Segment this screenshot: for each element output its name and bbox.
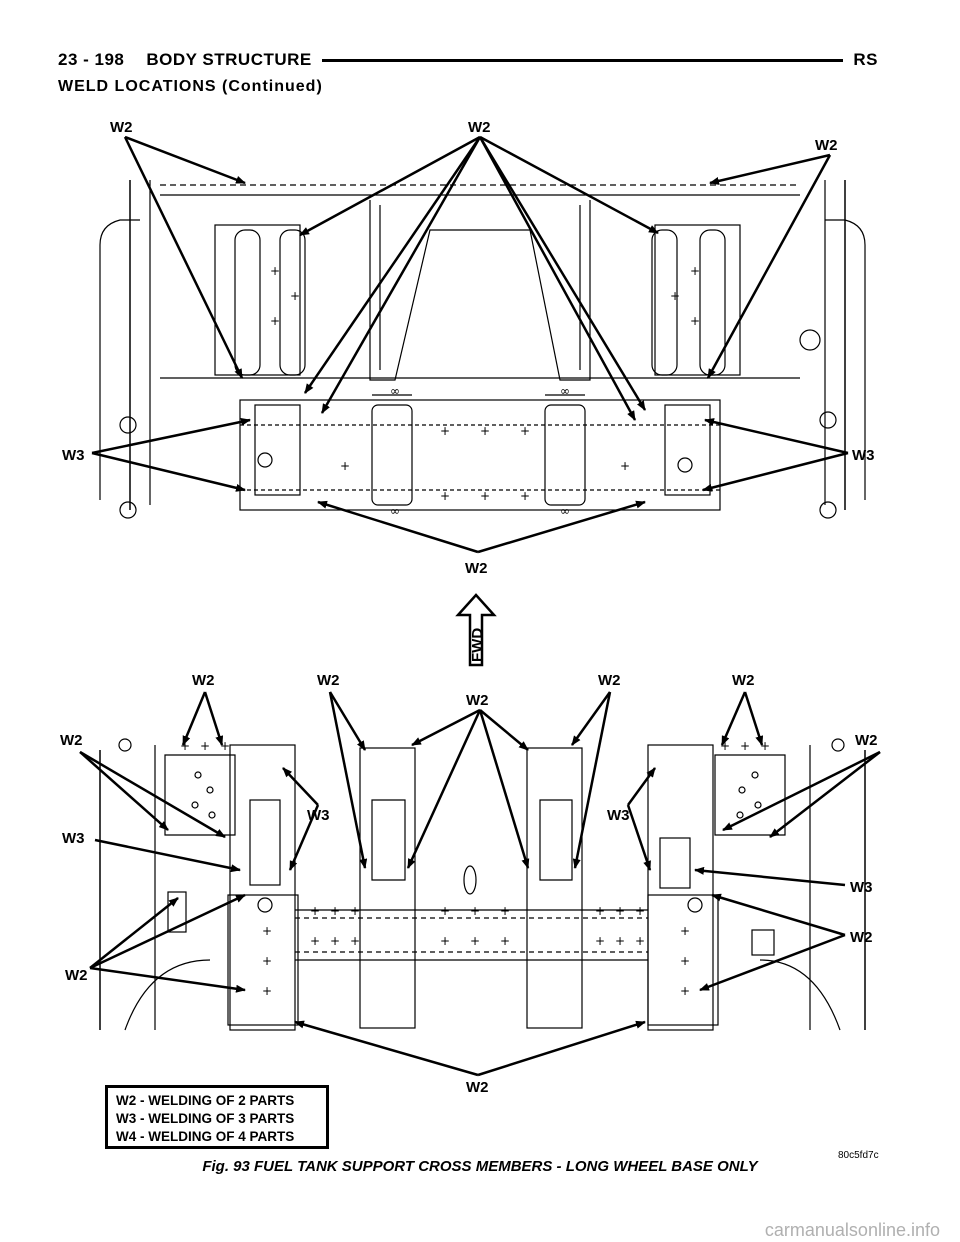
label-w2: W2	[732, 672, 755, 689]
svg-text:+: +	[690, 264, 700, 278]
fwd-arrow-icon: FWD	[455, 593, 497, 667]
svg-text:+: +	[310, 934, 320, 948]
page-header: 23 - 198 BODY STRUCTURE RS	[58, 46, 878, 74]
svg-text:+: +	[440, 489, 450, 503]
svg-text:+: +	[635, 934, 645, 948]
label-w2: W2	[855, 732, 878, 749]
svg-text:+: +	[350, 934, 360, 948]
svg-text:+: +	[270, 314, 280, 328]
svg-text:+: +	[680, 924, 690, 938]
svg-text:+: +	[760, 739, 770, 753]
label-w3: W3	[62, 447, 85, 464]
svg-text:+: +	[180, 739, 190, 753]
svg-text:+: +	[720, 739, 730, 753]
svg-text:+: +	[670, 289, 680, 303]
section-title: WELD LOCATIONS (Continued)	[58, 78, 323, 95]
svg-text:∞: ∞	[560, 504, 570, 518]
svg-text:+: +	[330, 904, 340, 918]
top-labels: W2 W2 W2 W3 W3 W2	[62, 119, 875, 577]
label-w2: W2	[110, 119, 133, 136]
svg-text:+: +	[220, 739, 230, 753]
label-w2: W2	[466, 692, 489, 709]
svg-text:+: +	[470, 934, 480, 948]
svg-text:∞: ∞	[390, 384, 400, 398]
label-w2: W2	[598, 672, 621, 689]
legend-w3: W3 - WELDING OF 3 PARTS	[116, 1111, 295, 1126]
bottom-view-structure	[99, 738, 866, 1031]
label-w2: W2	[465, 560, 488, 577]
svg-text:+: +	[520, 424, 530, 438]
legend-w4: W4 - WELDING OF 4 PARTS	[116, 1129, 295, 1144]
svg-text:+: +	[480, 489, 490, 503]
svg-text:+: +	[480, 424, 490, 438]
label-w2: W2	[192, 672, 215, 689]
top-weld-marks: + + + + + + + + + + + + + + ∞ ∞ ∞ ∞	[270, 264, 700, 518]
svg-text:+: +	[262, 984, 272, 998]
svg-text:+: +	[520, 489, 530, 503]
label-w3: W3	[62, 830, 85, 847]
chapter-title: BODY STRUCTURE	[146, 50, 312, 69]
svg-text:+: +	[680, 954, 690, 968]
svg-text:+: +	[310, 904, 320, 918]
svg-text:+: +	[262, 924, 272, 938]
label-w3: W3	[607, 807, 630, 824]
legend-w2: W2 - WELDING OF 2 PARTS	[116, 1093, 295, 1108]
svg-text:+: +	[500, 904, 510, 918]
weld-legend: W2 - WELDING OF 2 PARTS W3 - WELDING OF …	[105, 1085, 329, 1149]
bottom-weld-marks: + + + + + + + + + + + + + + + + + + + + + + + + + + + + + +	[180, 739, 770, 998]
svg-text:+: +	[595, 934, 605, 948]
svg-text:+: +	[440, 904, 450, 918]
svg-text:+: +	[262, 954, 272, 968]
svg-text:+: +	[330, 934, 340, 948]
label-w3: W3	[852, 447, 875, 464]
svg-text:+: +	[270, 264, 280, 278]
svg-text:+: +	[620, 459, 630, 473]
svg-text:+: +	[440, 934, 450, 948]
page-number: 23 - 198	[58, 50, 125, 69]
label-w3: W3	[850, 879, 873, 896]
figure-caption: Fig. 93 FUEL TANK SUPPORT CROSS MEMBERS …	[202, 1158, 758, 1175]
svg-text:+: +	[440, 424, 450, 438]
svg-text:+: +	[500, 934, 510, 948]
bottom-labels: W2 W2 W2 W2 W2 W2 W2 W3 W3 W3 W3 W2 W2 W…	[60, 672, 878, 1096]
svg-text:+: +	[290, 289, 300, 303]
svg-text:+: +	[740, 739, 750, 753]
svg-text:+: +	[615, 904, 625, 918]
label-w2: W2	[65, 967, 88, 984]
label-w2: W2	[317, 672, 340, 689]
header-rule	[321, 58, 844, 62]
svg-text:+: +	[595, 904, 605, 918]
svg-text:+: +	[350, 904, 360, 918]
fwd-label: FWD	[469, 628, 486, 662]
label-w2: W2	[815, 137, 838, 154]
bottom-weld-arrows	[79, 691, 881, 1077]
label-w3: W3	[307, 807, 330, 824]
label-w2: W2	[60, 732, 83, 749]
svg-text:∞: ∞	[560, 384, 570, 398]
svg-text:∞: ∞	[390, 504, 400, 518]
image-code: 80c5fd7c	[838, 1150, 879, 1161]
top-weld-arrows	[91, 135, 849, 554]
manual-code: RS	[853, 50, 878, 69]
label-w2: W2	[466, 1079, 489, 1096]
svg-text:+: +	[200, 739, 210, 753]
svg-text:+: +	[470, 904, 480, 918]
svg-text:+: +	[690, 314, 700, 328]
label-w2: W2	[850, 929, 873, 946]
svg-text:+: +	[340, 459, 350, 473]
svg-text:+: +	[680, 984, 690, 998]
label-w2: W2	[468, 119, 491, 136]
top-view-structure	[99, 180, 866, 519]
svg-text:+: +	[615, 934, 625, 948]
svg-text:+: +	[635, 904, 645, 918]
watermark-footer: carmanualsonline.info	[764, 1220, 940, 1240]
